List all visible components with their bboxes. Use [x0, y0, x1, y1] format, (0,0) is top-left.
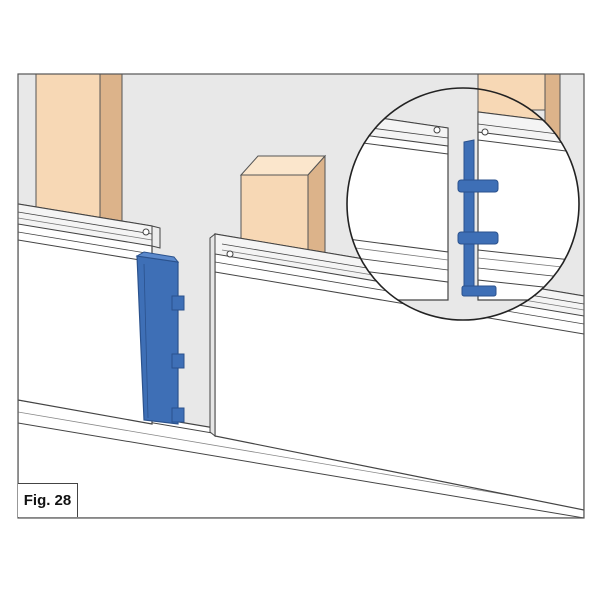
left-siding-panel — [18, 203, 161, 425]
left-stud — [35, 74, 123, 233]
figure-label: Fig. 28 — [18, 483, 78, 517]
connector-clip — [135, 251, 185, 425]
figure-frame — [17, 73, 585, 519]
middle-stud — [239, 154, 327, 263]
detail-magnifier — [346, 87, 580, 321]
